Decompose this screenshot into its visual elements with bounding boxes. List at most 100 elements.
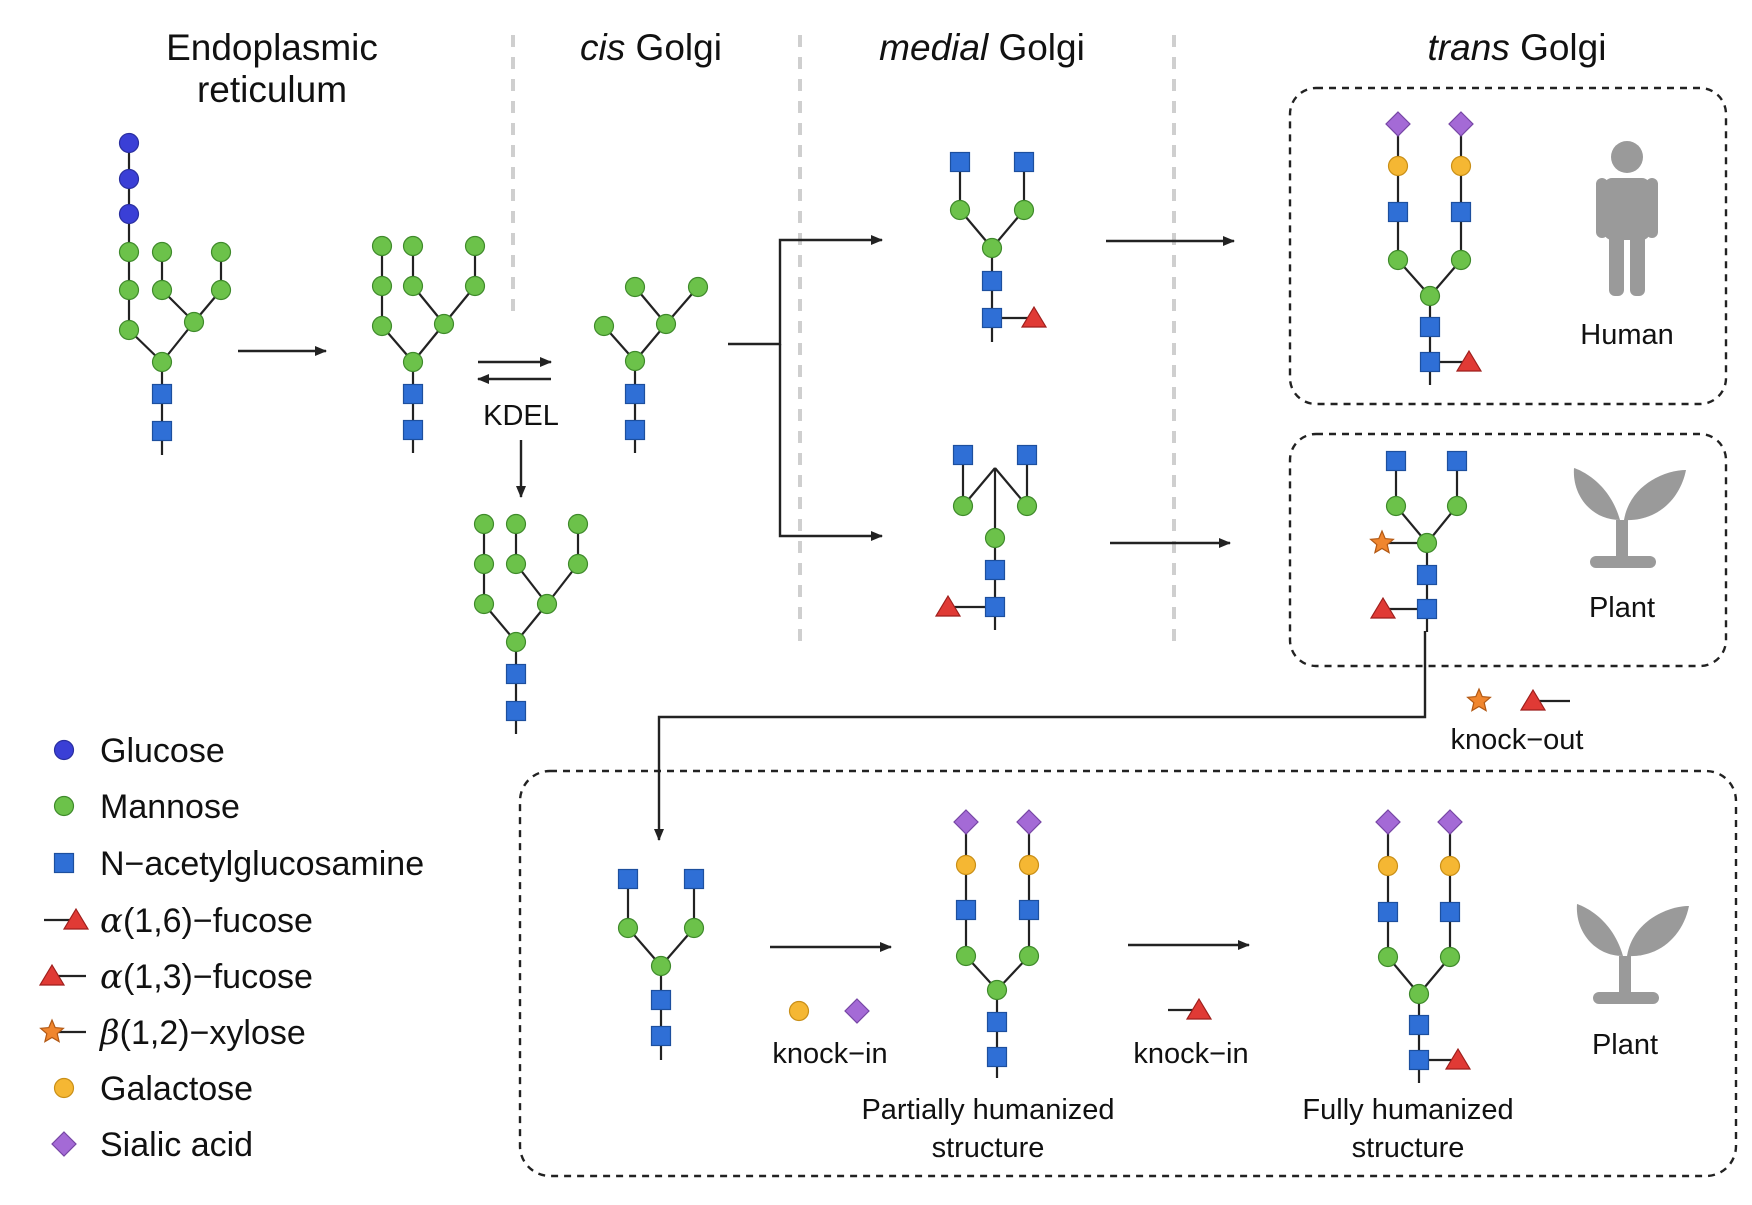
- n-acetylglucosamine: [1450, 201, 1472, 223]
- n-acetylglucosamine: [1416, 564, 1438, 586]
- mannose: [183, 311, 205, 333]
- legend-label: Galactose: [100, 1070, 253, 1108]
- n-acetylglucosamine: [1387, 201, 1409, 223]
- sialic-acid: [1016, 809, 1042, 835]
- mannose: [402, 275, 424, 297]
- fucose: [1369, 596, 1397, 619]
- n-acetylglucosamine: [1408, 1049, 1430, 1071]
- mannose: [402, 235, 424, 257]
- mannose: [118, 319, 140, 341]
- n-acetylglucosamine: [1016, 444, 1038, 466]
- fully-label-line2: structure: [1352, 1132, 1465, 1164]
- mannose: [952, 495, 974, 517]
- fucose-icon: [38, 963, 66, 986]
- mannose: [687, 276, 709, 298]
- n-acetylglucosamine: [952, 444, 974, 466]
- n-acetylglucosamine: [624, 383, 646, 405]
- mannose: [1385, 495, 1407, 517]
- n-acetylglucosamine: [981, 270, 1003, 292]
- engineered-plant-box: [518, 769, 1738, 1178]
- human-label: Human: [1580, 319, 1674, 351]
- fucose: [1185, 997, 1213, 1020]
- legend-text: N−acetylglucosamine: [100, 845, 424, 883]
- legend-item-mannose: Mannose: [53, 788, 240, 826]
- knock-in-label-1: knock−in: [772, 1038, 887, 1070]
- mannose: [1416, 532, 1438, 554]
- mannose: [984, 527, 1006, 549]
- galactose: [955, 854, 977, 876]
- knock-in-fucose-symbol: [1168, 997, 1213, 1020]
- mannose: [464, 275, 486, 297]
- n-acetylglucosamine: [683, 868, 705, 890]
- mannose: [1439, 946, 1461, 968]
- n-acetylglucosamine-icon: [53, 852, 75, 874]
- header-trans-golgi: trans Golgi: [1428, 27, 1607, 68]
- mannose: [151, 241, 173, 263]
- fucose: [1444, 1047, 1472, 1070]
- glycan-er-man9: [371, 235, 486, 453]
- glucose: [118, 132, 140, 154]
- mannose: [1419, 285, 1441, 307]
- legend-label: Glucose: [100, 732, 225, 770]
- mannose: [955, 945, 977, 967]
- plant-box: [1288, 432, 1728, 668]
- plant-label-bottom: Plant: [1592, 1029, 1658, 1061]
- glycan-cis-man5: [593, 276, 709, 453]
- fucose: [1519, 688, 1547, 711]
- galactose: [1450, 155, 1472, 177]
- n-acetylglucosamine: [1408, 1014, 1430, 1036]
- knock-in-galsia-symbols: [788, 998, 870, 1024]
- mannose: [1013, 199, 1035, 221]
- knock-out-symbols: [1466, 687, 1570, 712]
- partial-label-line2: structure: [932, 1132, 1045, 1164]
- glycan-trans-human: [1385, 111, 1483, 385]
- header-medial-golgi: medial Golgi: [879, 27, 1085, 68]
- galactose: [1387, 155, 1409, 177]
- galactose: [788, 1000, 810, 1022]
- mannose: [151, 351, 173, 373]
- sialic-acid: [953, 809, 979, 835]
- sialic-acid: [1448, 111, 1474, 137]
- legend-text: Galactose: [100, 1070, 253, 1108]
- mannose: [151, 279, 173, 301]
- header-er-line2: reticulum: [197, 69, 347, 110]
- mannose: [1387, 249, 1409, 271]
- n-acetylglucosamine: [1439, 901, 1461, 923]
- galactose-icon: [53, 1077, 75, 1099]
- header-cis-italic: cis: [580, 27, 625, 68]
- n-acetylglucosamine: [1446, 450, 1468, 472]
- n-acetylglucosamine: [650, 1025, 672, 1047]
- glycan-er-glc3man9: [118, 132, 232, 455]
- n-acetylglucosamine: [984, 559, 1006, 581]
- mannose: [210, 241, 232, 263]
- mannose: [464, 235, 486, 257]
- sialic-acid: [1375, 809, 1401, 835]
- legend-label: N−acetylglucosamine: [100, 845, 424, 883]
- mannose: [1016, 495, 1038, 517]
- legend-text: (1,2)−xylose: [120, 1014, 306, 1052]
- n-acetylglucosamine: [1416, 598, 1438, 620]
- fucose: [934, 594, 962, 617]
- legend-label: α(1,6)−fucose: [100, 901, 313, 941]
- arrow-plant-to-engineered: [654, 631, 1427, 841]
- mannose: [371, 315, 393, 337]
- n-acetylglucosamine: [402, 383, 424, 405]
- sialic-acid-icon: [51, 1131, 77, 1157]
- glycan-medial-upper: [949, 151, 1048, 342]
- xylose: [1466, 687, 1492, 712]
- pathway-arrows: [238, 235, 1427, 952]
- plant-icon: [1573, 468, 1686, 568]
- mannose: [473, 513, 495, 535]
- mannose: [371, 235, 393, 257]
- glycan-structures: [118, 111, 1570, 1083]
- legend-label: Sialic acid: [100, 1126, 253, 1164]
- mannose: [617, 917, 639, 939]
- glycan-kdel-man9: [473, 513, 589, 734]
- n-acetylglucosamine: [955, 899, 977, 921]
- fucose: [1455, 349, 1483, 372]
- n-acetylglucosamine: [1018, 899, 1040, 921]
- xylose-icon: [39, 1018, 65, 1043]
- mannose: [655, 313, 677, 335]
- compartment-separators: [511, 35, 1176, 650]
- header-medial-rest: Golgi: [988, 27, 1085, 68]
